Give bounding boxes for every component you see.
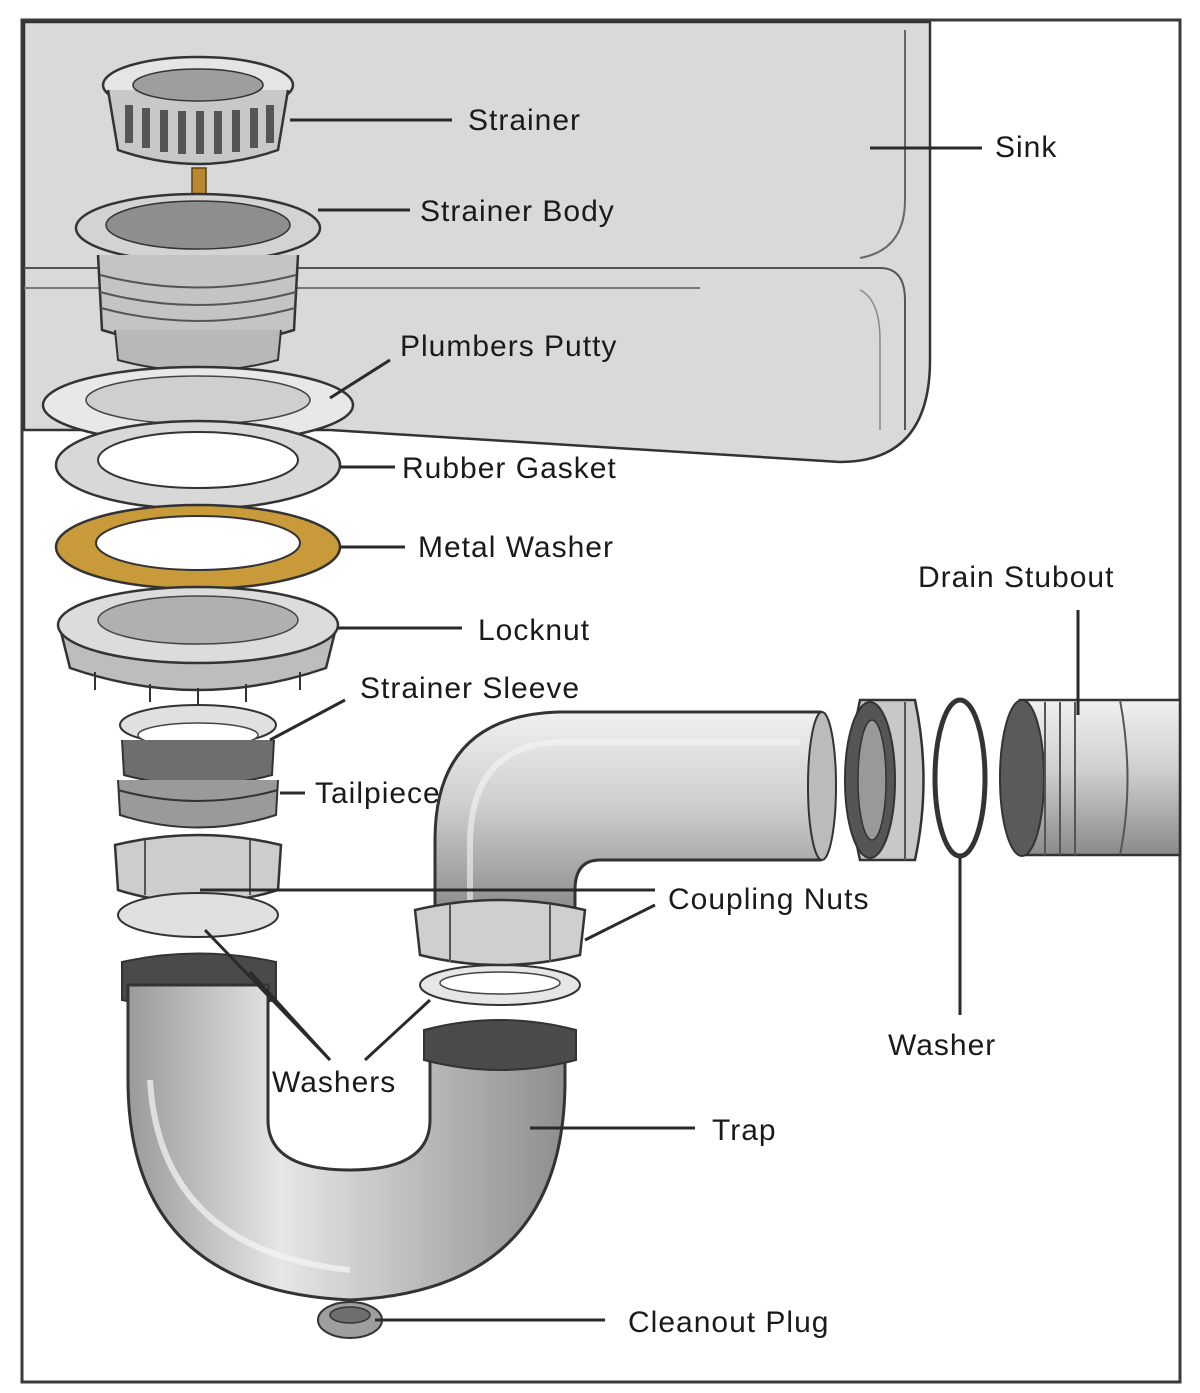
label-tailpiece: Tailpiece — [315, 777, 441, 810]
strainer-part — [101, 55, 295, 211]
label-washer: Washer — [888, 1029, 996, 1062]
leader-coupling-nuts-right — [584, 903, 656, 942]
stubout-assembly-part — [844, 697, 1182, 862]
label-metal-washer: Metal Washer — [418, 531, 614, 564]
leader-plumbers-putty — [329, 358, 391, 400]
label-strainer-body: Strainer Body — [420, 195, 615, 228]
leader-washers-right — [363, 998, 432, 1062]
leader-washers-left-b — [248, 970, 332, 1062]
label-strainer: Strainer — [468, 104, 581, 137]
labels: Strainer Sink Strainer Body Plumbers Put… — [272, 104, 1114, 1339]
label-sink: Sink — [995, 131, 1057, 164]
locknut-part — [56, 585, 340, 706]
label-trap: Trap — [712, 1114, 777, 1147]
leader-lines — [200, 118, 1080, 1322]
label-drain-stubout: Drain Stubout — [918, 561, 1114, 594]
label-cleanout-plug: Cleanout Plug — [628, 1306, 829, 1339]
label-rubber-gasket: Rubber Gasket — [402, 452, 617, 485]
label-washers: Washers — [272, 1066, 396, 1099]
trap-washers-part — [419, 964, 581, 1071]
plumbers-putty-part — [41, 365, 355, 445]
label-locknut: Locknut — [478, 614, 590, 647]
leader-strainer-sleeve — [269, 698, 346, 742]
j-bend-part — [413, 710, 837, 967]
trap-part — [121, 952, 567, 1339]
metal-washer-part — [54, 503, 342, 591]
label-strainer-sleeve: Strainer Sleeve — [360, 672, 580, 705]
strainer-body-part — [74, 192, 322, 372]
label-plumbers-putty: Plumbers Putty — [400, 330, 617, 363]
label-coupling-nuts: Coupling Nuts — [668, 883, 869, 916]
rubber-gasket-part — [54, 419, 342, 511]
tailpiece-part — [113, 704, 283, 938]
